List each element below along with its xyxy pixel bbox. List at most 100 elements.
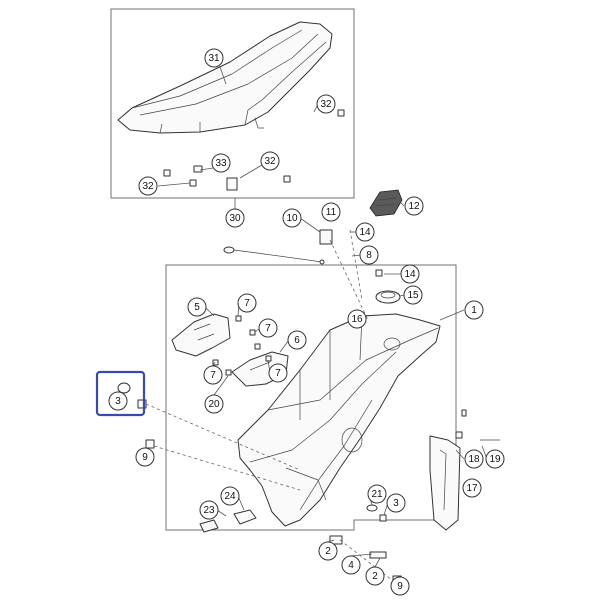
callout-circle [211, 153, 231, 173]
callout-19[interactable]: 19 [485, 449, 505, 469]
callout-number: 32 [264, 156, 276, 167]
callout-16[interactable]: 16 [347, 309, 367, 329]
callout-number: 15 [407, 290, 419, 301]
callout-32[interactable]: 32 [138, 176, 158, 196]
callout-number: 31 [208, 53, 220, 64]
callout-6[interactable]: 6 [287, 330, 307, 350]
callout-number: 20 [208, 399, 220, 410]
callout-circle [237, 293, 257, 313]
callout-number: 3 [115, 396, 121, 407]
callout-number: 24 [224, 491, 236, 502]
callout-number: 9 [397, 581, 403, 592]
callout-12[interactable]: 12 [404, 196, 424, 216]
callout-number: 14 [404, 269, 416, 280]
callout-number: 32 [142, 181, 154, 192]
callout-circle [464, 449, 484, 469]
bracket-left-part [171, 313, 231, 357]
callout-14[interactable]: 14 [400, 264, 420, 284]
callout-30[interactable]: 30 [225, 208, 245, 228]
callout-2[interactable]: 2 [318, 541, 338, 561]
callout-7[interactable]: 7 [268, 363, 288, 383]
callout-9[interactable]: 9 [135, 447, 155, 467]
callout-circle [316, 94, 336, 114]
callout-18[interactable]: 18 [464, 449, 484, 469]
callout-24[interactable]: 24 [220, 486, 240, 506]
callout-7[interactable]: 7 [237, 293, 257, 313]
callout-circle [359, 245, 379, 265]
callout-3[interactable]: 3 [108, 391, 128, 411]
callout-14[interactable]: 14 [355, 222, 375, 242]
callout-circle [485, 449, 505, 469]
callout-circle [135, 447, 155, 467]
callout-number: 7 [244, 298, 250, 309]
callout-number: 30 [229, 213, 241, 224]
callout-20[interactable]: 20 [204, 394, 224, 414]
callout-circle [367, 484, 387, 504]
selection-highlight[interactable] [95, 370, 146, 417]
callout-circle [462, 478, 482, 498]
callout-1[interactable]: 1 [464, 300, 484, 320]
callout-circle [355, 222, 375, 242]
callout-33[interactable]: 33 [211, 153, 231, 173]
callout-3[interactable]: 3 [386, 493, 406, 513]
callout-circle [225, 208, 245, 228]
seat-group-box [110, 8, 355, 199]
callout-number: 7 [265, 323, 271, 334]
fuel-cap-part [369, 189, 403, 217]
callout-circle [260, 151, 280, 171]
callout-number: 14 [359, 227, 371, 238]
callout-4[interactable]: 4 [341, 555, 361, 575]
callout-number: 32 [320, 99, 332, 110]
callout-circle [108, 391, 128, 411]
callout-32[interactable]: 32 [316, 94, 336, 114]
callout-number: 23 [203, 505, 215, 516]
callout-number: 7 [275, 368, 281, 379]
callout-8[interactable]: 8 [359, 245, 379, 265]
callout-circle [138, 176, 158, 196]
callout-7[interactable]: 7 [203, 365, 223, 385]
callout-circle [318, 541, 338, 561]
callout-circle [220, 486, 240, 506]
callout-circle [464, 300, 484, 320]
callout-number: 1 [471, 305, 477, 316]
seat-part [117, 21, 333, 134]
callout-11[interactable]: 11 [321, 202, 341, 222]
side-cover-part [429, 409, 500, 531]
callout-21[interactable]: 21 [367, 484, 387, 504]
callout-31[interactable]: 31 [204, 48, 224, 68]
leader-lines [145, 66, 488, 585]
callout-7[interactable]: 7 [258, 318, 278, 338]
callout-circle [400, 264, 420, 284]
callout-9[interactable]: 9 [390, 576, 410, 596]
bracket-bolts [212, 315, 272, 376]
main-group-box [165, 264, 457, 531]
screw-9-part [145, 439, 155, 449]
callout-number: 12 [408, 201, 420, 212]
filler-ring-part [375, 269, 401, 304]
callout-number: 33 [215, 158, 227, 169]
callout-23[interactable]: 23 [199, 500, 219, 520]
callout-5[interactable]: 5 [187, 297, 207, 317]
callout-15[interactable]: 15 [403, 285, 423, 305]
callout-number: 6 [294, 335, 300, 346]
callout-circle [287, 330, 307, 350]
callout-circle [187, 297, 207, 317]
callout-number: 4 [348, 560, 354, 571]
callout-circle [390, 576, 410, 596]
callout-number: 7 [210, 370, 216, 381]
callout-32[interactable]: 32 [260, 151, 280, 171]
callout-circle [199, 500, 219, 520]
callout-10[interactable]: 10 [282, 208, 302, 228]
callout-circle [258, 318, 278, 338]
callout-number: 16 [351, 314, 363, 325]
callout-circle [204, 48, 224, 68]
callout-17[interactable]: 17 [462, 478, 482, 498]
callout-circle [386, 493, 406, 513]
callout-number: 11 [326, 207, 337, 218]
callout-circle [365, 566, 385, 586]
callout-circle [204, 394, 224, 414]
fuel-tank-part [237, 313, 441, 527]
callout-number: 21 [371, 489, 383, 500]
callout-2[interactable]: 2 [365, 566, 385, 586]
